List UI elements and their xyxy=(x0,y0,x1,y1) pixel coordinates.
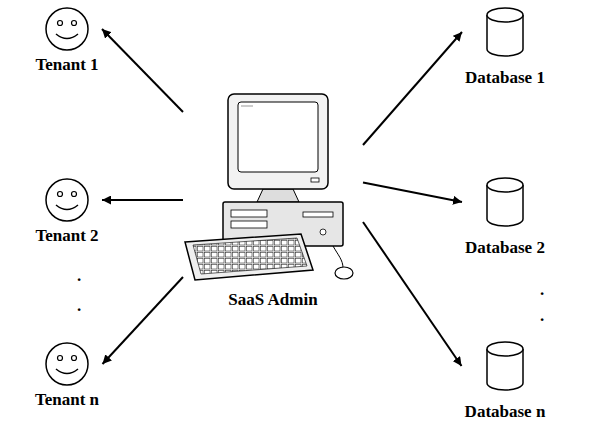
tenant-face xyxy=(43,5,91,53)
node-label: Tenant 1 xyxy=(32,55,101,75)
admin-node: SaaS Admin xyxy=(183,90,363,310)
database-cylinder xyxy=(485,176,525,228)
tenant-face xyxy=(43,176,91,224)
arrow-connector xyxy=(102,29,183,112)
tenant-node: Tenant 1 xyxy=(32,5,102,75)
database-cylinder xyxy=(485,6,525,58)
node-label: Database 2 xyxy=(462,238,548,258)
tenant-node: Tenant 2 xyxy=(32,176,102,246)
tenant-node: Tenant n xyxy=(32,340,103,410)
database-node: Database 1 xyxy=(462,6,548,88)
ellipsis-dot: . xyxy=(77,266,81,286)
arrow-connector xyxy=(363,182,462,202)
ellipsis-dot: . xyxy=(540,306,544,326)
node-label: SaaS Admin xyxy=(225,290,320,310)
node-label: Tenant 2 xyxy=(32,226,101,246)
database-node: Database 2 xyxy=(462,176,548,258)
node-label: Tenant n xyxy=(32,390,102,410)
node-label: Database 1 xyxy=(462,68,548,88)
arrow-connector xyxy=(102,199,183,201)
computer-icon xyxy=(183,90,363,286)
database-node: Database n xyxy=(462,340,549,422)
node-label: Database n xyxy=(462,402,549,422)
ellipsis-dot: . xyxy=(540,280,544,300)
arrow-connector xyxy=(103,277,184,364)
database-cylinder xyxy=(485,340,525,392)
arrow-connector xyxy=(363,222,462,366)
tenant-face xyxy=(43,340,91,388)
arrow-connector xyxy=(363,32,462,145)
ellipsis-dot: . xyxy=(77,296,81,316)
